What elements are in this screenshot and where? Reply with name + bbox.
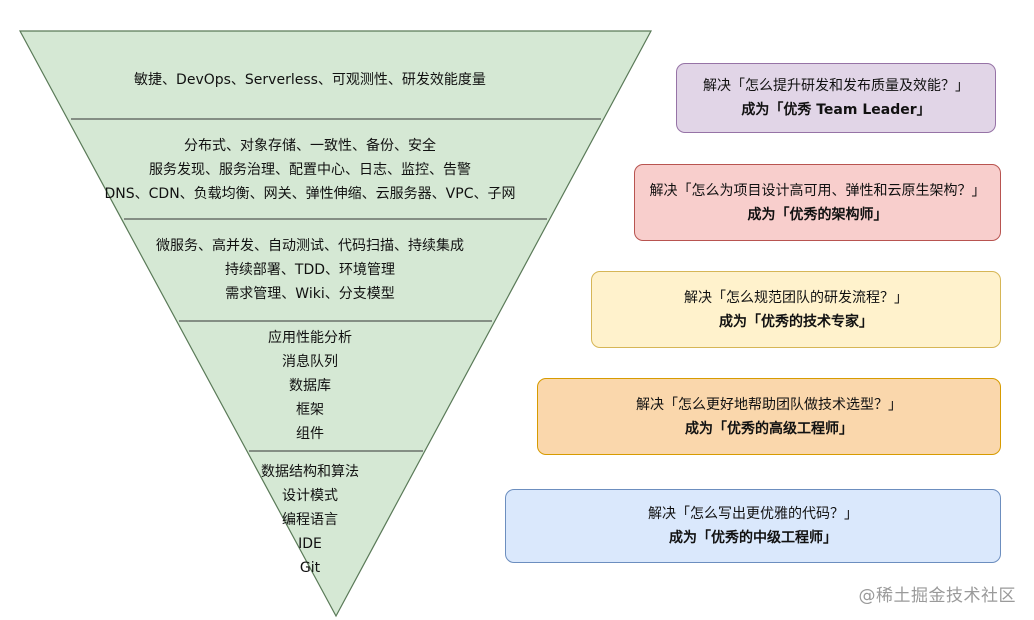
layer-line: Git (299, 560, 321, 576)
card-goal: 成为「优秀的技术专家」 (719, 313, 873, 330)
card-problem: 解决「怎么写出更优雅的代码？」 (648, 506, 858, 522)
card-goal: 成为「优秀的高级工程师」 (685, 420, 853, 437)
card-problem: 解决「怎么提升研发和发布质量及效能？」 (703, 78, 969, 94)
layer-line: 持续部署、TDD、环境管理 (224, 262, 396, 278)
goal-card-team-leader: 解决「怎么提升研发和发布质量及效能？」 成为「优秀 Team Leader」 (676, 63, 996, 133)
goal-card-senior-engineer: 解决「怎么更好地帮助团队做技术选型？」 成为「优秀的高级工程师」 (537, 378, 1001, 455)
card-problem: 解决「怎么规范团队的研发流程？」 (684, 289, 908, 306)
card-problem: 解决「怎么更好地帮助团队做技术选型？」 (636, 396, 902, 413)
goal-card-tech-expert: 解决「怎么规范团队的研发流程？」 成为「优秀的技术专家」 (591, 271, 1001, 348)
watermark: @稀土掘金技术社区 (858, 586, 1016, 606)
layer-line: 微服务、高并发、自动测试、代码扫描、持续集成 (156, 238, 464, 254)
layer-line: 应用性能分析 (268, 330, 352, 346)
layer-line: 组件 (296, 426, 324, 442)
goal-card-architect: 解决「怎么为项目设计高可用、弹性和云原生架构？」 成为「优秀的架构师」 (634, 164, 1001, 241)
layer-line: 分布式、对象存储、一致性、备份、安全 (184, 138, 436, 154)
layer-line: 消息队列 (282, 354, 338, 370)
card-problem: 解决「怎么为项目设计高可用、弹性和云原生架构？」 (649, 182, 986, 199)
layer-line: 设计模式 (282, 488, 338, 504)
layer-line: 编程语言 (282, 512, 338, 528)
layer-line: 框架 (296, 402, 324, 418)
layer-line: 需求管理、Wiki、分支模型 (225, 286, 395, 302)
layer-line: DNS、CDN、负载均衡、网关、弹性伸缩、云服务器、VPC、子网 (104, 186, 516, 202)
layer-line: 数据结构和算法 (261, 464, 359, 480)
layer-line: IDE (298, 536, 322, 552)
pyramid-layer-middleware: 应用性能分析 消息队列 数据库 框架 组件 (0, 326, 620, 446)
goal-card-mid-engineer: 解决「怎么写出更优雅的代码？」 成为「优秀的中级工程师」 (505, 489, 1001, 563)
pyramid-shape (18, 30, 653, 618)
pyramid-layer-practices: 敏捷、DevOps、Serverless、可观测性、研发效能度量 (0, 60, 620, 100)
pyramid-layer-infrastructure: 分布式、对象存储、一致性、备份、安全 服务发现、服务治理、配置中心、日志、监控、… (0, 130, 620, 210)
card-goal: 成为「优秀的中级工程师」 (669, 530, 837, 546)
pyramid-layer-fundamentals: 数据结构和算法 设计模式 编程语言 IDE Git (0, 460, 620, 580)
layer-line: 数据库 (289, 378, 331, 394)
layer-line: 敏捷、DevOps、Serverless、可观测性、研发效能度量 (134, 72, 486, 88)
card-goal: 成为「优秀 Team Leader」 (741, 102, 931, 118)
pyramid-layer-engineering: 微服务、高并发、自动测试、代码扫描、持续集成 持续部署、TDD、环境管理 需求管… (0, 230, 620, 310)
card-goal: 成为「优秀的架构师」 (747, 206, 888, 223)
layer-line: 服务发现、服务治理、配置中心、日志、监控、告警 (149, 162, 471, 178)
